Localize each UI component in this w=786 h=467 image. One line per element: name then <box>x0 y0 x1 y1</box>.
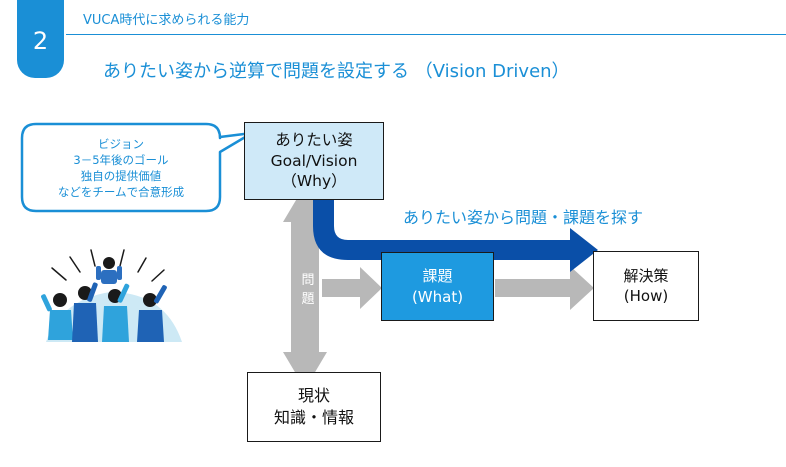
current-state-line: 現状 <box>297 386 330 406</box>
vision-box-line: Goal/Vision <box>270 151 358 170</box>
current-state-box: 現状 知識・情報 <box>247 372 381 442</box>
slide-number-tab: 2 <box>17 0 64 78</box>
task-box-line: 課題 <box>422 267 453 286</box>
current-state-line: 知識・情報 <box>273 408 354 427</box>
callout-line: ビジョン <box>98 136 144 151</box>
slide-number: 2 <box>32 27 49 55</box>
callout-line: 独自の提供価値 <box>80 169 162 183</box>
problem-label: 問 題 <box>297 272 319 310</box>
vision-box-line: （Why） <box>281 172 347 191</box>
task-to-solution-arrow <box>495 266 594 310</box>
vision-box-line: ありたい姿 <box>275 130 353 149</box>
slide-title: ありたい姿から逆算で問題を設定する （Vision Driven） <box>103 61 570 82</box>
section-label: VUCA時代に求められる能力 <box>83 13 250 28</box>
vision-box: ありたい姿 Goal/Vision （Why） <box>244 122 384 200</box>
callout-bubble <box>20 122 254 213</box>
callout-line: 3－5年後のゴール <box>73 152 169 167</box>
problem-label-char: 問 <box>301 273 315 288</box>
callout-line: などをチームで合意形成 <box>57 185 185 200</box>
flow-label: ありたい姿から問題・課題を探す <box>403 208 644 227</box>
problem-label-char: 題 <box>301 291 315 307</box>
task-box: 課題 (What) <box>381 252 494 321</box>
callout-text: ビジョン 3－5年後のゴール 独自の提供価値 などをチームで合意形成 <box>23 125 219 211</box>
solution-box-line: (How) <box>623 287 669 305</box>
header-divider <box>66 34 786 35</box>
solution-box-line: 解決策 <box>623 266 669 285</box>
cheering-team-illustration <box>41 249 182 342</box>
problem-to-task-arrow <box>322 267 382 309</box>
solution-box: 解決策 (How) <box>593 251 699 321</box>
task-box-line: (What) <box>411 287 464 306</box>
